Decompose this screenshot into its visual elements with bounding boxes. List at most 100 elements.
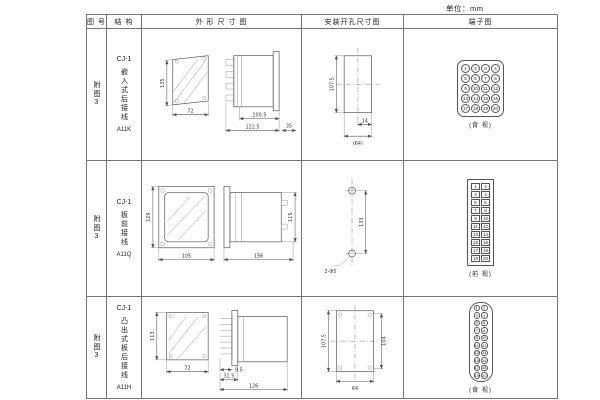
header-structure: 结 构 [107, 15, 142, 29]
terminal-circle: 17 [461, 104, 470, 113]
install-drawing-3: 107.5 104 64 [321, 304, 387, 392]
terminal-circle: 5 [461, 74, 470, 83]
terminal-circle: 7 [481, 74, 490, 83]
terminal-square: 17 [471, 247, 480, 254]
terminal-circle: 9 [461, 84, 470, 93]
type-code-3: A11H [116, 384, 132, 391]
terminal-square: 10 [481, 215, 490, 222]
terminal-circle: 5 [473, 319, 480, 326]
terminal-circle: 2 [471, 64, 480, 73]
dim-install-d2-1: (64) [352, 141, 362, 147]
side-view-2 [223, 185, 287, 248]
terminal-square: 6 [481, 199, 490, 206]
model-label-2: CJ-1 [116, 199, 132, 206]
install-drawing-cell-3: 107.5 104 64 [302, 297, 404, 399]
terminal-circle: 9 [473, 334, 480, 341]
terminal-square: 11 [471, 223, 480, 230]
terminal-circle: 10 [481, 334, 488, 341]
dim-front-width-2: 105 [181, 253, 190, 259]
header-terminal-diagram: 端子图 [404, 15, 558, 29]
terminal-square: 3 [471, 191, 480, 198]
terminal-circle: 6 [481, 319, 488, 326]
terminal-circle: 13 [473, 349, 480, 356]
terminal-circle: 16 [481, 357, 488, 364]
side-view-1 [225, 50, 279, 111]
dim-side-len1-1: 100.5 [252, 112, 266, 118]
dim-pin-len-3: 9.5 [234, 367, 242, 373]
outline-drawing-1: 135 72 [159, 50, 296, 132]
dim-front-height-2: 129 [145, 212, 151, 221]
view-label-2: (前 视) [469, 272, 492, 278]
terminal-circle: 1 [473, 304, 480, 311]
terminal-square: 5 [471, 199, 480, 206]
terminal-circle: 14 [481, 349, 488, 356]
terminal-circle: 8 [491, 74, 500, 83]
terminal-square: 14 [481, 231, 490, 238]
dim-install-height-3: 107.5 [321, 334, 327, 348]
structure-label-3: 凸出式板后接线 [120, 316, 128, 380]
dim-front-height-3: 113 [149, 331, 155, 340]
outline-drawing-cell-3: 113 72 9.5 31.5 [142, 297, 302, 399]
terminal-square: 8 [481, 207, 490, 214]
header-outline-dims: 外 形 尺 寸 图 [142, 15, 302, 29]
front-view-3 [165, 311, 209, 360]
terminal-circle: 14 [471, 94, 480, 103]
terminal-square: 4 [481, 191, 490, 198]
header-install-dims: 安装开孔尺寸图 [302, 15, 404, 29]
view-label-3: (背 视) [469, 387, 492, 394]
terminal-circle: 11 [473, 342, 480, 349]
dim-side-height-2: 115 [288, 212, 294, 221]
model-label-1: CJ-1 [116, 56, 132, 63]
terminal-circle: 16 [491, 94, 500, 103]
terminal-circle: 4 [481, 312, 488, 319]
terminal-circle: 18 [471, 104, 480, 113]
dim-install-height-1: 107.5 [329, 77, 335, 91]
terminal-square: 13 [471, 231, 480, 238]
view-label-1: (背 视) [469, 123, 492, 129]
dim-front-height-1: 135 [159, 78, 165, 87]
dim-install-d1-1: 14 [361, 118, 367, 124]
install-drawing-cell-1: 107.5 14 (64) [302, 29, 404, 161]
terminal-circle: 11 [481, 84, 490, 93]
terminal-square: 7 [471, 207, 480, 214]
terminal-square: 19 [471, 255, 480, 262]
dim-side-len2-3: 126 [248, 383, 257, 389]
figure-no-cell-2: 附图3 [87, 161, 107, 297]
terminal-circle: 7 [473, 327, 480, 334]
outline-drawing-2: 129 105 156 115 [145, 185, 297, 262]
terminal-circle: 12 [491, 84, 500, 93]
outline-drawing-cell-2: 129 105 156 115 [142, 161, 302, 297]
structure-label-2: 板前接线 [120, 211, 128, 247]
terminal-circle: 19 [473, 372, 480, 379]
header-figure-no: 图 号 [87, 15, 107, 29]
terminal-circle: 10 [471, 84, 480, 93]
install-drawing-1: 107.5 14 (64) [329, 47, 379, 147]
figure-no-1: 附图3 [93, 81, 100, 108]
structure-cell-3: CJ-1 凸出式板后接线 A11H [107, 297, 142, 399]
terminal-circle: 15 [473, 357, 480, 364]
type-code-1: A11K [116, 127, 132, 133]
terminal-circle: 2 [481, 304, 488, 311]
dim-hole-spacing-2: 133 [358, 217, 364, 226]
spec-table: 图 号 结 构 外 形 尺 寸 图 安装开孔尺寸图 端子图 附图3 CJ-1 嵌… [86, 14, 558, 399]
dim-side-depth-1: 35 [285, 123, 291, 129]
front-view-1 [171, 54, 209, 105]
dim-install-width-3: 64 [351, 386, 357, 392]
terminal-circle: 20 [491, 104, 500, 113]
dim-side-len1-3: 31.5 [223, 373, 234, 379]
front-view-2 [157, 185, 214, 248]
terminal-square: 16 [481, 239, 490, 246]
terminal-circle: 3 [473, 312, 480, 319]
dim-side-len1-2: 156 [253, 253, 262, 259]
terminal-circle: 15 [481, 94, 490, 103]
terminal-circle: 4 [491, 64, 500, 73]
structure-cell-1: CJ-1 嵌入式后接线 A11K [107, 29, 142, 161]
dim-install-inner-3: 104 [381, 336, 387, 345]
dim-front-width-1: 72 [187, 108, 193, 114]
side-view-3 [219, 309, 288, 366]
figure-no-cell-3: 附图3 [87, 297, 107, 399]
